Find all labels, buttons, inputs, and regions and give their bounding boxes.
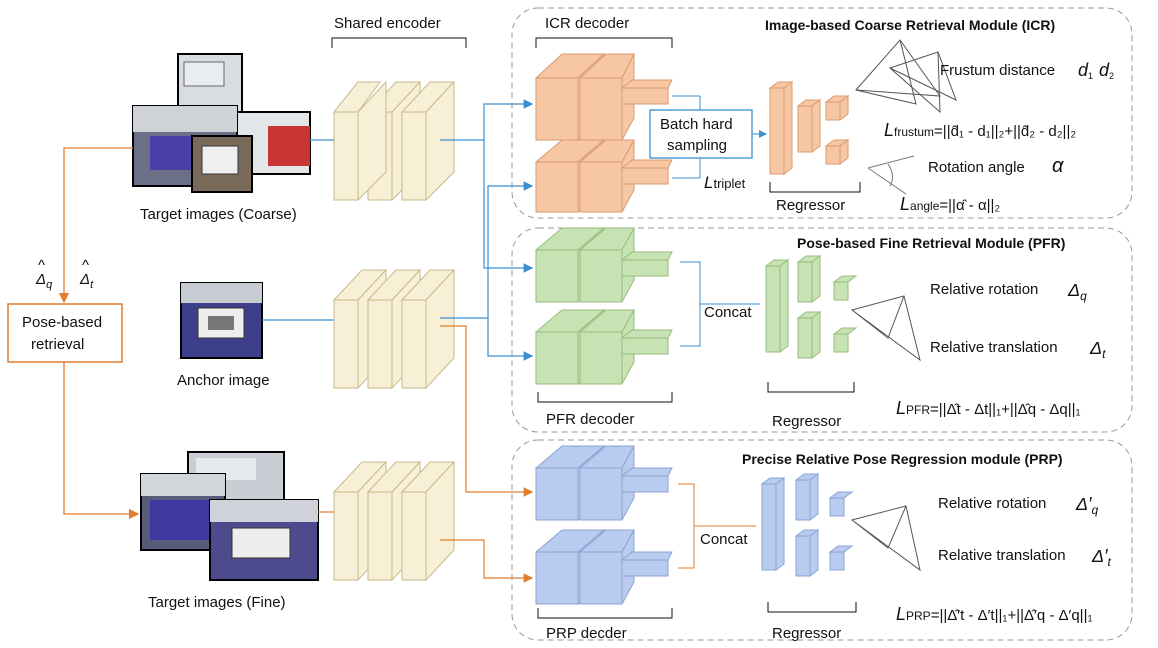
fine-caption: Target images (Fine): [148, 594, 286, 611]
encoder-bracket: [331, 37, 467, 48]
triplet-loss: Ltriplet: [704, 173, 746, 192]
pfr-concat: Concat: [704, 304, 752, 321]
coarse-to-retrieval-line: [58, 147, 133, 304]
icr-decoder-bottom: [534, 138, 673, 214]
anchor-image: [180, 282, 263, 359]
left-delta-t: Δt: [79, 271, 94, 291]
pfr-join: [680, 261, 760, 347]
pfr-rot-symbol: Δq: [1067, 280, 1087, 303]
prp-rot-symbol: Δ′q: [1075, 494, 1098, 517]
pfr-rel-rot: Relative rotation: [930, 281, 1038, 298]
coarse-enc-to-icr: [440, 99, 534, 141]
prp-concat: Concat: [700, 531, 748, 548]
batch-line2: sampling: [667, 137, 727, 154]
fine-images: [140, 451, 319, 581]
encoder-coarse: [332, 80, 456, 202]
frustum-icon: [854, 39, 957, 114]
pfr-decoder-top: [534, 226, 673, 304]
rotation-text: Rotation angle: [928, 159, 1025, 176]
pfr-title: Pose-based Fine Retrieval Module (PFR): [797, 235, 1065, 251]
pose-retrieval-box: [7, 303, 123, 363]
anchor-enc-to-icr: [440, 181, 534, 319]
batch-box: [649, 109, 753, 159]
coarse-images: [132, 53, 311, 193]
pfr-rel-trans: Relative translation: [930, 339, 1058, 356]
prp-decoder-label: PRP decder: [546, 625, 627, 642]
icr-panel: [511, 7, 1133, 219]
anchor-enc-to-pfr: [487, 318, 534, 361]
icr-decoder-label: ICR decoder: [545, 15, 629, 32]
icr-regressor: [768, 81, 850, 175]
prp-title: Precise Relative Pose Regression module …: [742, 451, 1063, 467]
left-hat-q: ^: [38, 257, 45, 274]
pfr-decoder-bracket: [537, 392, 673, 403]
pfr-loss: LPFR=||Δ̂t - Δt||₁+||Δ̂q - Δq||₁: [896, 398, 1081, 418]
prp-regressor-bracket: [767, 602, 857, 613]
pfr-panel: [511, 227, 1133, 433]
prp-rel-rot: Relative rotation: [938, 495, 1046, 512]
pfr-decoder-label: PFR decoder: [546, 411, 634, 428]
prp-frustum-icon: [850, 505, 921, 572]
pfr-frustum-icon: [850, 295, 921, 362]
alpha-symbol: α: [1052, 155, 1064, 177]
shared-encoder-label: Shared encoder: [334, 15, 441, 32]
retrieval-to-fine-line: [63, 362, 140, 520]
icr-decoder-top: [534, 52, 673, 142]
angle-icon: [867, 155, 915, 195]
loss-angle: Langle=||α̂ - α||₂: [900, 194, 1000, 214]
anchor-caption: Anchor image: [177, 372, 270, 389]
prp-trans-symbol: Δ′t: [1091, 546, 1111, 569]
fine-enc-to-prp: [440, 539, 534, 583]
prp-decoder-top: [534, 444, 673, 522]
pose-retrieval-line2: retrieval: [31, 336, 84, 353]
prp-panel: [511, 439, 1133, 641]
prp-rel-trans: Relative translation: [938, 547, 1066, 564]
encoder-fine: [332, 460, 456, 582]
pfr-regressor: [764, 255, 858, 359]
prp-join: [678, 483, 756, 569]
frustum-text: Frustum distance: [940, 62, 1055, 79]
pfr-trans-symbol: Δt: [1089, 338, 1106, 361]
anchor-enc-to-prp: [440, 325, 534, 497]
prp-decoder-bottom: [534, 528, 673, 606]
pfr-regressor-bracket: [767, 382, 855, 393]
pfr-regressor-label: Regressor: [772, 413, 841, 430]
batch-line1: Batch hard: [660, 116, 733, 133]
icr-regressor-bracket: [769, 182, 861, 193]
encoder-anchor: [332, 268, 456, 390]
left-delta-q: Δq: [35, 271, 53, 291]
prp-regressor-label: Regressor: [772, 625, 841, 642]
icr-regressor-label: Regressor: [776, 197, 845, 214]
icr-decoder-bracket: [535, 37, 673, 48]
loss-frustum: Lfrustum=||d̂₁ - d₁||₂+||d̂₂ - d₂||₂: [884, 120, 1076, 140]
prp-loss: LPRP=||Δ̂′t - Δ′t||₁+||Δ̂′q - Δ′q||₁: [896, 604, 1093, 624]
prp-regressor: [760, 473, 854, 577]
coarse-caption: Target images (Coarse): [140, 206, 297, 223]
coarse-enc-to-pfr: [483, 140, 534, 273]
prp-decoder-bracket: [537, 608, 673, 619]
left-hat-t: ^: [82, 257, 89, 274]
icr-title: Image-based Coarse Retrieval Module (ICR…: [765, 17, 1055, 33]
pfr-decoder-bottom: [534, 308, 673, 386]
pose-retrieval-line1: Pose-based: [22, 314, 102, 331]
